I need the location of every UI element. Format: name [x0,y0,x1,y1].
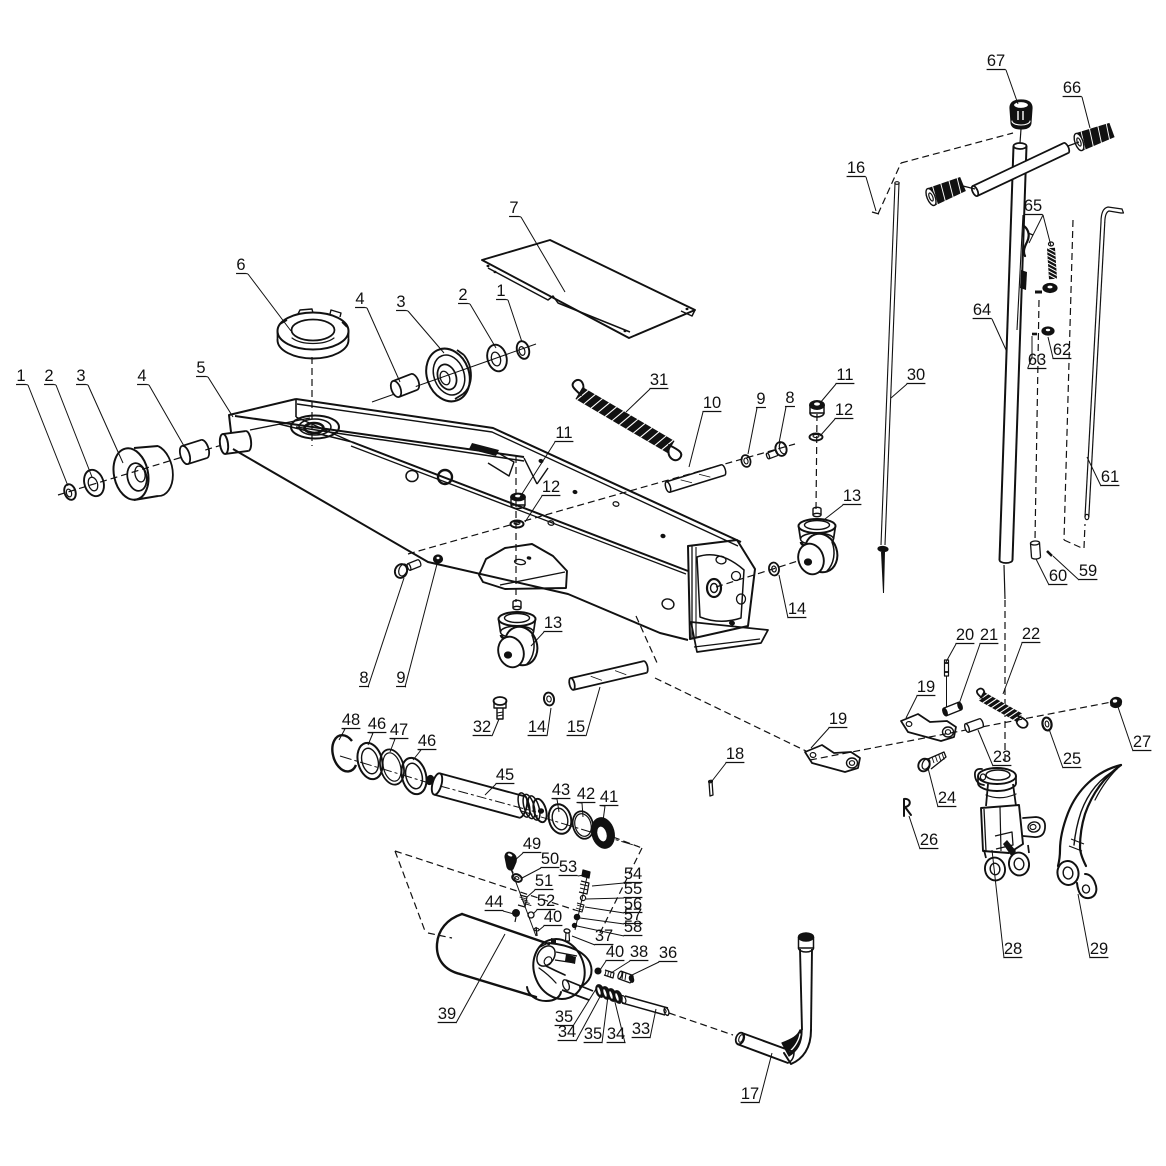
svg-text:25: 25 [1063,750,1081,768]
svg-text:53: 53 [559,858,577,876]
svg-text:50: 50 [541,850,559,868]
svg-text:47: 47 [390,721,408,739]
svg-text:5: 5 [196,359,205,377]
svg-text:30: 30 [907,366,925,384]
svg-text:38: 38 [630,943,648,961]
svg-text:8: 8 [785,389,794,407]
svg-text:11: 11 [836,366,853,384]
svg-text:19: 19 [829,710,847,728]
svg-text:44: 44 [485,893,503,911]
svg-text:11: 11 [555,424,572,442]
svg-text:14: 14 [788,600,806,618]
svg-text:45: 45 [496,766,514,784]
svg-text:20: 20 [956,626,974,644]
svg-text:60: 60 [1049,567,1067,585]
svg-text:6: 6 [236,256,245,274]
svg-text:55: 55 [624,880,642,898]
svg-text:21: 21 [980,626,998,644]
svg-text:48: 48 [342,711,360,729]
svg-text:4: 4 [137,367,146,385]
svg-text:16: 16 [847,159,865,177]
svg-text:24: 24 [938,789,956,807]
svg-text:40: 40 [544,908,562,926]
svg-text:4: 4 [355,290,364,308]
svg-text:39: 39 [438,1005,456,1023]
svg-text:41: 41 [600,788,618,806]
svg-text:57: 57 [624,906,642,924]
svg-text:29: 29 [1090,940,1108,958]
svg-text:18: 18 [726,745,744,763]
svg-text:1: 1 [496,282,505,300]
svg-text:17: 17 [741,1085,759,1103]
svg-text:31: 31 [650,371,668,389]
svg-text:23: 23 [993,748,1011,766]
svg-text:59: 59 [1079,562,1097,580]
svg-text:12: 12 [835,401,853,419]
svg-text:46: 46 [418,732,436,750]
svg-text:62: 62 [1053,341,1071,359]
svg-text:35: 35 [555,1008,573,1026]
svg-text:15: 15 [567,718,585,736]
svg-text:34: 34 [558,1023,576,1041]
svg-text:36: 36 [659,944,677,962]
svg-text:13: 13 [843,487,861,505]
svg-text:66: 66 [1063,79,1081,97]
svg-text:67: 67 [987,52,1005,70]
svg-text:27: 27 [1133,733,1151,751]
svg-text:2: 2 [44,367,53,385]
svg-text:46: 46 [368,715,386,733]
svg-text:65: 65 [1024,197,1042,215]
svg-text:2: 2 [458,286,467,304]
svg-text:40: 40 [606,943,624,961]
svg-text:32: 32 [473,718,491,736]
svg-text:42: 42 [577,785,595,803]
svg-text:35: 35 [584,1025,602,1043]
svg-text:43: 43 [552,781,570,799]
svg-text:3: 3 [396,293,405,311]
svg-text:19: 19 [917,678,935,696]
svg-text:26: 26 [920,831,938,849]
svg-text:14: 14 [528,718,546,736]
svg-text:52: 52 [537,892,555,910]
svg-text:33: 33 [632,1020,650,1038]
svg-text:49: 49 [523,835,541,853]
svg-text:34: 34 [607,1025,625,1043]
svg-text:58: 58 [624,918,642,936]
svg-text:22: 22 [1022,625,1040,643]
svg-text:1: 1 [16,367,25,385]
svg-text:9: 9 [756,390,765,408]
svg-text:64: 64 [973,301,991,319]
svg-text:37: 37 [595,927,613,945]
svg-text:56: 56 [624,895,642,913]
svg-text:54: 54 [624,865,642,883]
svg-text:51: 51 [535,872,553,890]
svg-text:7: 7 [509,199,518,217]
svg-text:3: 3 [76,367,85,385]
svg-text:10: 10 [703,394,721,412]
svg-text:13: 13 [544,614,562,632]
svg-text:61: 61 [1101,468,1119,486]
svg-text:8: 8 [359,669,368,687]
svg-text:28: 28 [1004,940,1022,958]
svg-text:12: 12 [542,478,560,496]
svg-text:9: 9 [396,669,405,687]
